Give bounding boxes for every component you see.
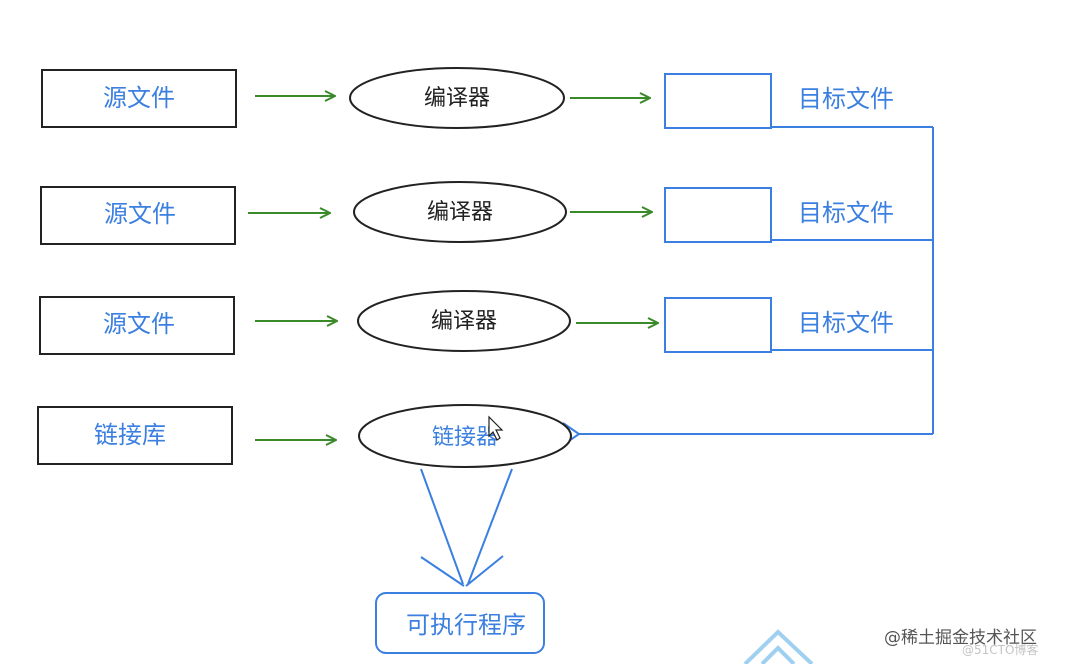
object-file-label-2: 目标文件 xyxy=(798,199,894,227)
compiler-label-3: 编译器 xyxy=(431,309,497,334)
compiler-label-2: 编译器 xyxy=(427,200,493,225)
source-file-label-2: 源文件 xyxy=(104,200,176,228)
object-files-connector xyxy=(562,126,934,446)
row-3: 源文件 编译器 目标文件 xyxy=(39,290,894,355)
source-file-box-2 xyxy=(40,186,236,245)
link-library-box xyxy=(37,406,233,465)
linker-ellipse xyxy=(358,404,572,468)
object-file-box-1 xyxy=(664,73,772,129)
source-file-label-1: 源文件 xyxy=(103,84,175,112)
object-file-box-3 xyxy=(664,297,772,353)
partial-bottom-shapes xyxy=(743,629,814,664)
compiler-ellipse-1 xyxy=(349,67,565,129)
object-file-label-1: 目标文件 xyxy=(798,85,894,113)
linker-label: 链接器 xyxy=(432,425,498,450)
source-file-box-1 xyxy=(41,69,237,128)
compiler-ellipse-2 xyxy=(353,181,567,243)
source-file-label-3: 源文件 xyxy=(103,310,175,338)
executable-box xyxy=(375,592,545,654)
row-1: 源文件 编译器 目标文件 xyxy=(41,67,894,129)
object-file-box-2 xyxy=(664,187,772,243)
compiler-ellipse-3 xyxy=(357,290,571,352)
object-file-label-3: 目标文件 xyxy=(798,309,894,337)
row-4: 链接库 链接器 xyxy=(37,404,572,468)
watermark-site: @稀土掘金技术社区 xyxy=(884,628,1037,648)
watermark-blog: @51CTO博客 xyxy=(962,643,1039,657)
source-file-box-3 xyxy=(39,296,235,355)
arrow-linker-to-executable xyxy=(420,468,513,587)
compiler-label-1: 编译器 xyxy=(424,86,490,111)
link-library-label: 链接库 xyxy=(94,421,166,449)
mouse-cursor-icon xyxy=(488,415,504,441)
row-2: 源文件 编译器 目标文件 xyxy=(40,181,894,245)
executable-label: 可执行程序 xyxy=(406,611,526,639)
